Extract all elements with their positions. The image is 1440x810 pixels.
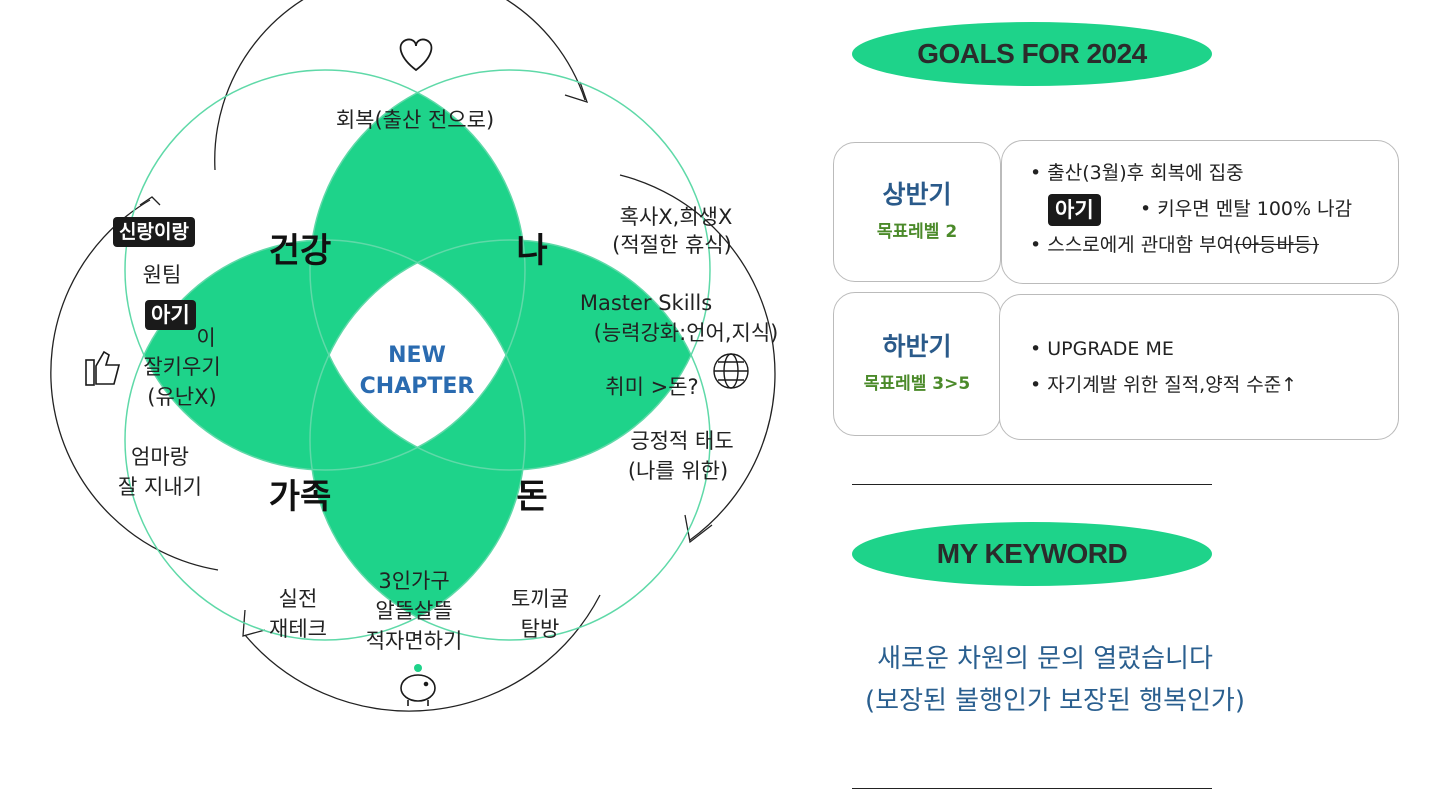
bullet-1-1: 출산(3월)후 회복에 집중 (1030, 155, 1398, 191)
bottom-text-2: 재테크 (269, 617, 327, 641)
tag-baby-1: 아기 (145, 300, 196, 330)
level-second-half: 목표레벨 3>5 (863, 374, 971, 394)
bottom-text-3: 3인가구 (378, 569, 449, 593)
arrow-head-left (139, 196, 161, 206)
left-text-2: 이 (196, 326, 215, 350)
right-text-6: 긍정적 태도 (630, 429, 733, 453)
bottom-text-6: 토끼굴 (511, 587, 569, 611)
left-text-3: 잘키우기 (143, 355, 220, 379)
label-me: 나 (516, 231, 547, 271)
goals-title: GOALS FOR 2024 (852, 22, 1212, 86)
bottom-text-7: 탐방 (521, 617, 560, 641)
outer-arc-top (214, 0, 586, 171)
center-label-line1: NEW (388, 343, 446, 368)
bottom-text-4: 알뜰살뜰 (375, 599, 452, 623)
heart-icon (399, 38, 433, 72)
goals-box-second-half: UPGRADE ME 자기계발 위한 질적,양적 수준↑ (999, 294, 1399, 440)
outer-arc-right (619, 174, 776, 541)
circle-me (309, 69, 711, 471)
right-text-5: 취미 >돈? (605, 375, 698, 399)
bullet-1-3: 스스로에게 관대함 부여(아등바등) (1030, 227, 1398, 263)
piggy-bank-icon (400, 664, 436, 706)
label-health: 건강 (269, 231, 332, 271)
divider-2 (852, 788, 1212, 789)
outer-arc-bottom (244, 594, 601, 712)
top-text: 회복(출산 전으로) (336, 108, 494, 132)
keyword-line-2: (보장된 불행인가 보장된 행복인가) (865, 686, 1245, 716)
label-money: 돈 (516, 477, 547, 517)
globe-icon (713, 353, 749, 389)
thumbs-up-icon (85, 350, 121, 386)
bullet-1-3-strike: (아등바등) (1234, 234, 1319, 256)
bullet-1-3-text: 스스로에게 관대함 부여 (1047, 234, 1235, 256)
term-first-half: 상반기 (882, 180, 952, 209)
divider-1 (852, 484, 1212, 485)
keyword-line-1: 새로운 차원의 문의 열렸습니다 (877, 644, 1213, 674)
bullet-2-2: 자기계발 위한 질적,양적 수준↑ (1030, 367, 1398, 403)
arrow-head-top (564, 81, 589, 104)
left-text-6: 잘 지내기 (118, 475, 202, 499)
term-box-first-half: 상반기 목표레벨 2 (833, 142, 1001, 282)
bottom-text-1: 실전 (279, 587, 318, 611)
right-text-3: Master Skills (580, 291, 712, 315)
left-text-4: (유난X) (147, 385, 216, 409)
right-text-7: (나를 위한) (628, 459, 728, 483)
term-second-half: 하반기 (882, 332, 952, 361)
label-family: 가족 (269, 477, 332, 517)
right-text-1: 혹사X,희생X (620, 205, 733, 229)
left-text-1: 원팀 (143, 263, 182, 287)
arrow-head-right (684, 514, 713, 544)
outer-arc-left (50, 199, 219, 571)
keyword-title: MY KEYWORD (852, 522, 1212, 586)
level-first-half: 목표레벨 2 (876, 222, 958, 242)
arrow-head-bottom (242, 609, 266, 637)
circle-health (124, 69, 526, 471)
circle-money (309, 239, 711, 641)
goals-box-first-half: 출산(3월)후 회복에 집중 키우면 멘탈 100% 나감 스스로에게 관대함 … (1001, 140, 1399, 284)
term-box-second-half: 하반기 목표레벨 3>5 (833, 292, 1001, 436)
tag-husband: 신랑이랑 (113, 217, 195, 247)
bottom-text-5: 적자면하기 (366, 629, 463, 653)
tag-baby-2: 아기 (1048, 194, 1101, 226)
bullet-2-1: UPGRADE ME (1030, 331, 1398, 367)
right-text-4: (능력강화:언어,지식) (594, 321, 779, 345)
venn-diagram: 건강 나 가족 돈 NEW CHAPTER 회복(출산 전으로) 혹사X,희생X… (50, 0, 779, 712)
bullet-1-2: 키우면 멘탈 100% 나감 (1030, 191, 1398, 227)
center-label-line2: CHAPTER (360, 374, 475, 399)
left-text-5: 엄마랑 (131, 445, 189, 469)
circle-family (124, 239, 526, 641)
right-text-2: (적절한 휴식) (612, 233, 732, 257)
